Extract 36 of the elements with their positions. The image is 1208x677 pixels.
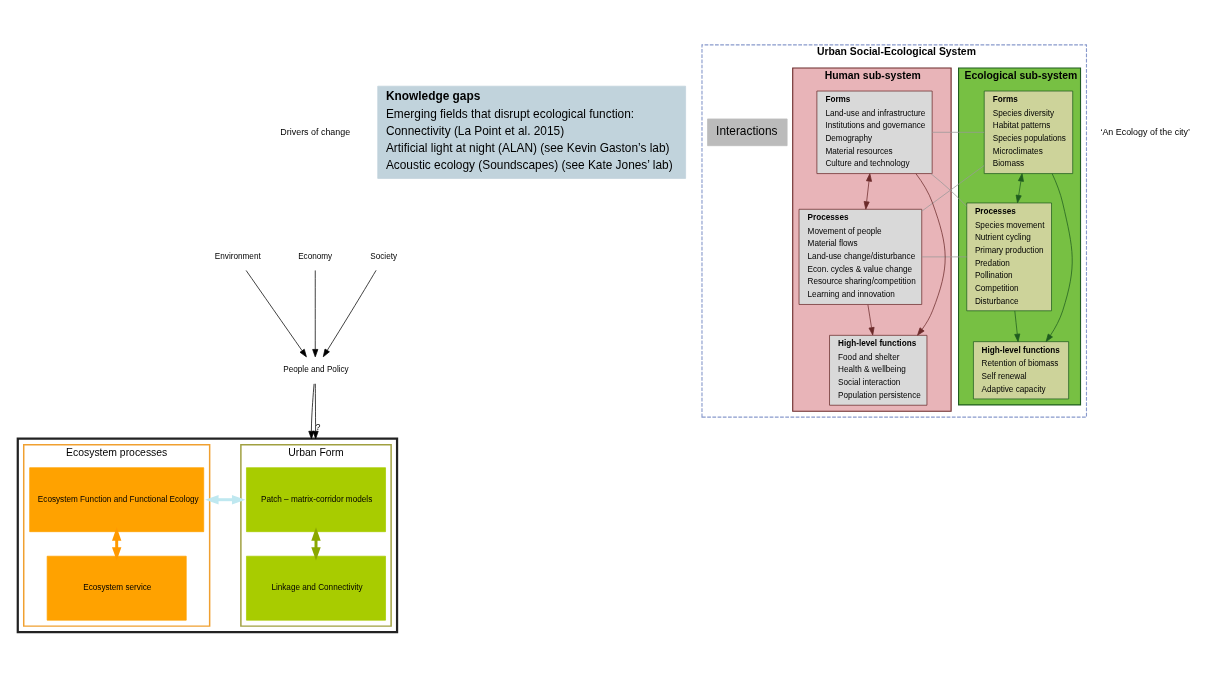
arrow: [322, 269, 377, 358]
node-box: Interactions: [707, 118, 788, 147]
node-box: Forms Land-use and infrastructure Institutions and governance Demography Material resources Culture and technology: [816, 90, 933, 174]
node-text: Economy: [298, 251, 333, 261]
arrow: [867, 304, 875, 336]
connector: [931, 131, 985, 133]
cluster: [16, 437, 399, 634]
node-box: High-level functions Retention of biomass Self renewal Adaptive capacity: [973, 341, 1069, 400]
connector: [921, 165, 985, 212]
arrow: [915, 173, 946, 336]
arrow: [205, 495, 246, 505]
node-text: Society: [370, 251, 398, 261]
arrow: [1015, 173, 1024, 204]
label: ‘An Ecology of the city’: [1100, 126, 1191, 137]
node-box: Ecosystem service: [46, 555, 187, 621]
node-text: People and Policy: [283, 365, 349, 375]
node-box: Patch – matrix-corridor models: [246, 467, 386, 533]
node-box: Processes Species movement Nutrient cycling Primary production Predation Pollination Competition Disturbance: [966, 202, 1052, 312]
node-text: Environment: [214, 251, 261, 261]
label: Drivers of change: [280, 126, 351, 137]
node-box: Processes Movement of people Material flows Land-use change/disturbance Econ. cycles & value change Resource sharing/competition Learning and innovation: [798, 208, 923, 305]
node-box: High-level functions Food and shelter Health & wellbeing Social interaction Population persistence: [829, 334, 928, 406]
arrow: [312, 383, 319, 440]
node-box: Forms Species diversity Habitat patterns Species populations Microclimates Biomass: [983, 90, 1074, 174]
arrow: [1014, 310, 1021, 342]
arrow: [312, 270, 319, 358]
node-box: Knowledge gaps Emerging fields that disrupt ecological function: Connectivity (La Point et al. 2015) Artificial light at night (ALAN) (see Kevin Gaston’s lab) Acoustic ecology (Soundscapes) (see Kate Jones’ lab): [377, 85, 686, 179]
connector: [930, 173, 967, 207]
arrow: [245, 270, 307, 358]
arrow: [308, 383, 315, 440]
arrow: [863, 173, 872, 210]
arrow: [1045, 173, 1073, 342]
node-box: Ecosystem Function and Functional Ecology: [29, 467, 205, 533]
edge-label: ?: [315, 422, 321, 433]
node-box: Linkage and Connectivity: [246, 555, 386, 621]
connector: [921, 256, 967, 258]
